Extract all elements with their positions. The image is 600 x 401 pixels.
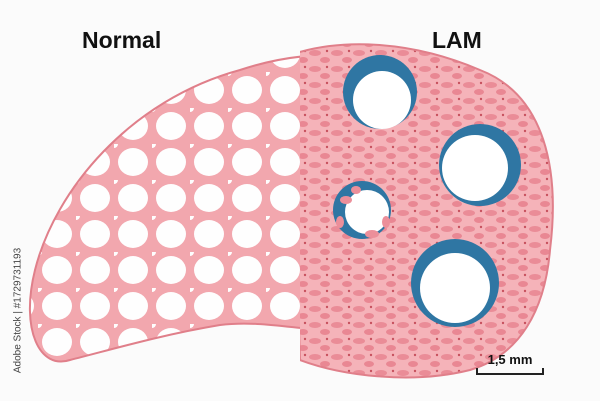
scale-bar-text: 1,5 mm [487, 352, 533, 367]
stock-credit: Adobe Stock | #1729731193 [12, 247, 24, 374]
cyst-small [333, 181, 391, 239]
cyst-bottom [411, 239, 499, 327]
cyst-top [343, 55, 417, 129]
normal-tissue [28, 55, 301, 363]
lam-label: LAM [432, 27, 482, 53]
scale-bar: 1,5 mm [476, 352, 544, 375]
scale-bar-line [476, 368, 544, 375]
lam-tissue [300, 43, 554, 379]
cyst-right [439, 124, 521, 206]
normal-label: Normal [82, 27, 162, 53]
